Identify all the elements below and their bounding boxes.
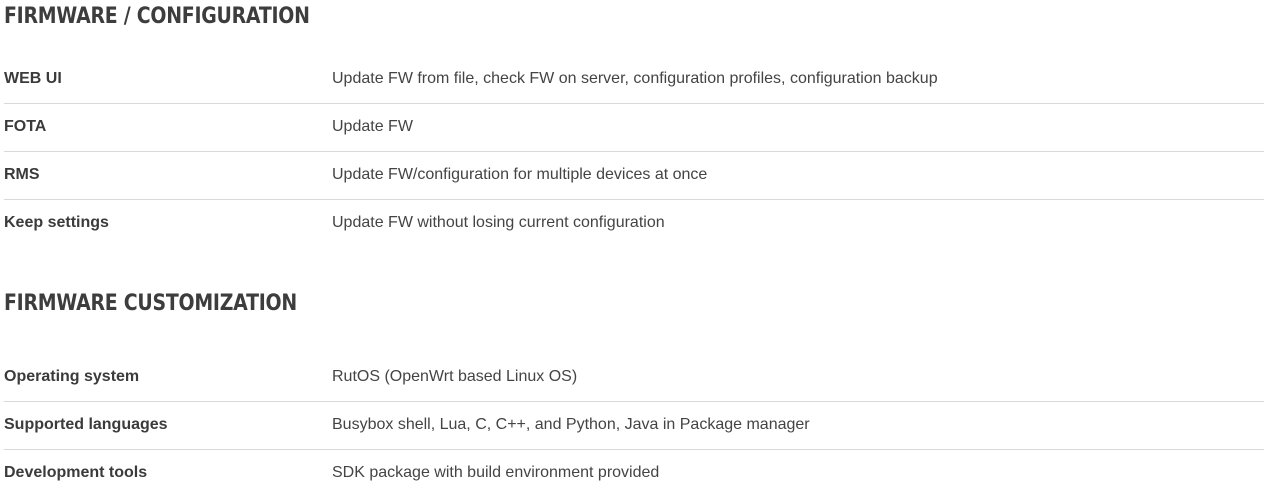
- spec-table-firmware-customization: Operating system RutOS (OpenWrt based Li…: [4, 353, 1264, 497]
- section-title-firmware-customization: FIRMWARE CUSTOMIZATION: [4, 291, 297, 316]
- table-row: RMS Update FW/configuration for multiple…: [4, 150, 1264, 199]
- row-value: RutOS (OpenWrt based Linux OS): [332, 367, 578, 385]
- spec-table-firmware-configuration: WEB UI Update FW from file, check FW on …: [4, 55, 1264, 247]
- row-label: RMS: [4, 150, 332, 199]
- row-label: Development tools: [4, 448, 332, 497]
- row-value: Update FW without losing current configu…: [332, 198, 1264, 247]
- row-value: Update FW/configuration for multiple dev…: [332, 150, 1264, 199]
- spec-page: FIRMWARE / CONFIGURATION WEB UI Update F…: [4, 0, 1264, 497]
- row-label: Supported languages: [4, 400, 332, 449]
- row-label: FOTA: [4, 102, 332, 151]
- table-row: FOTA Update FW: [4, 102, 1264, 151]
- row-value: Busybox shell, Lua, C, C++, and Python, …: [332, 400, 1264, 449]
- row-label: WEB UI: [4, 69, 62, 87]
- table-row: Keep settings Update FW without losing c…: [4, 198, 1264, 247]
- row-label: Keep settings: [4, 198, 332, 247]
- table-row: Development tools SDK package with build…: [4, 448, 1264, 497]
- table-row: Supported languages Busybox shell, Lua, …: [4, 400, 1264, 449]
- row-value: SDK package with build environment provi…: [332, 448, 1264, 497]
- row-value: Update FW from file, check FW on server,…: [332, 69, 938, 87]
- section-title-firmware-configuration: FIRMWARE / CONFIGURATION: [4, 4, 310, 29]
- row-label: Operating system: [4, 367, 140, 385]
- table-row: Operating system RutOS (OpenWrt based Li…: [4, 353, 1264, 401]
- row-value: Update FW: [332, 102, 1264, 151]
- table-row: WEB UI Update FW from file, check FW on …: [4, 55, 1264, 103]
